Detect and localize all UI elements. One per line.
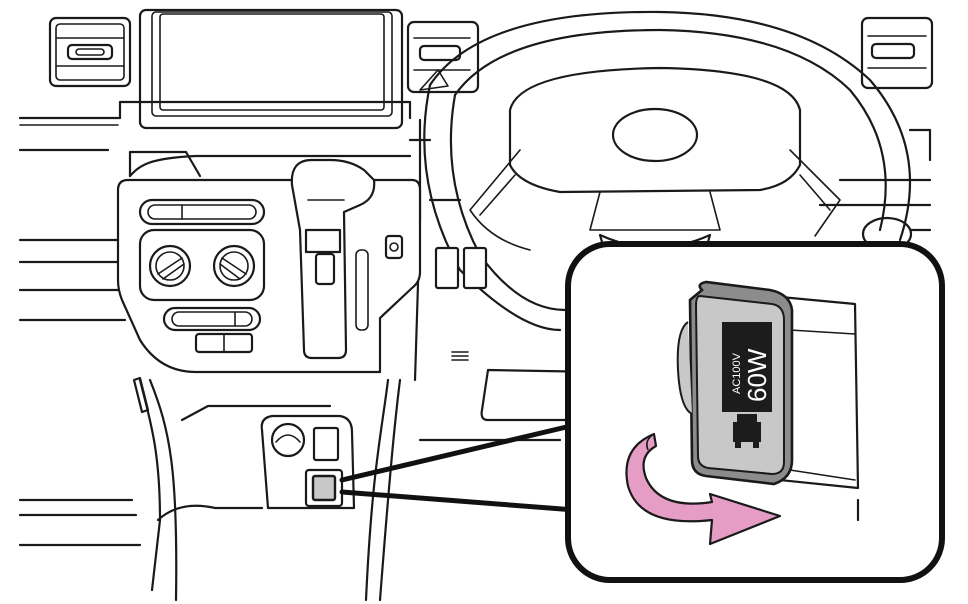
climate-control-panel (116, 178, 422, 374)
outlet-voltage-label: AC100V (731, 352, 743, 394)
open-direction-arrow (625, 432, 782, 546)
outlet-location-marker (311, 474, 337, 502)
shift-lever (290, 158, 404, 360)
zoom-inset: AC100V 60W (565, 241, 945, 583)
center-display (138, 8, 404, 130)
callout-leader-lines (339, 422, 578, 513)
right-air-vent (860, 16, 934, 90)
plug-icon (733, 414, 761, 448)
lower-console (132, 376, 402, 602)
ac-outlet-cover: AC100V 60W (676, 280, 794, 486)
outlet-wattage-label: 60W (742, 348, 772, 402)
center-air-vent (406, 20, 480, 94)
outlet-rating-label-bg (722, 322, 772, 412)
left-air-vent (48, 16, 132, 88)
